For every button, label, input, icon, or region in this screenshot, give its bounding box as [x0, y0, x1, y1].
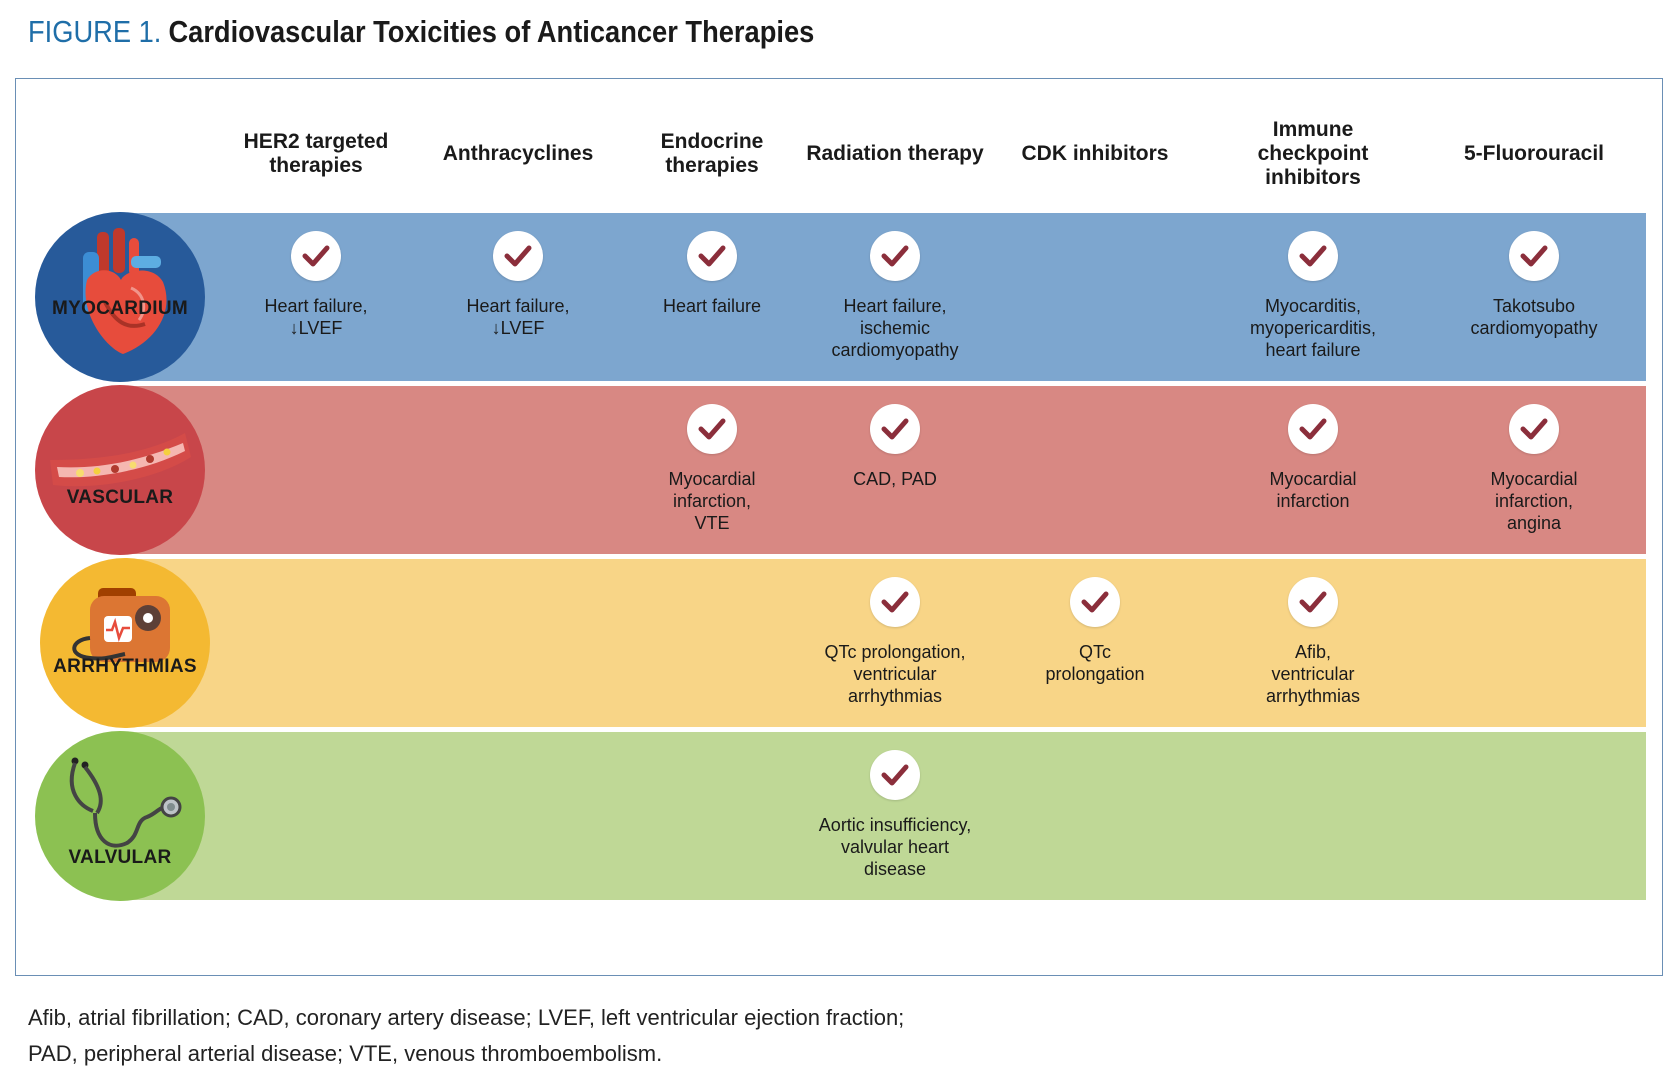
cell-myocardium-immune-checkpoint-inhibitors: Myocarditis, myopericarditis, heart fail… — [1218, 231, 1408, 361]
row-icon-myocardium: MYOCARDIUM — [35, 212, 205, 382]
checkmark-icon — [1070, 577, 1120, 627]
cell-text: Heart failure, ↓LVEF — [264, 296, 368, 338]
checkmark-icon — [493, 231, 543, 281]
stethoscope-icon — [69, 757, 182, 848]
footnote: Afib, atrial fibrillation; CAD, coronary… — [28, 1000, 1128, 1072]
cell-vascular-endocrine-therapies: Myocardial infarction, VTE — [617, 404, 807, 534]
cell-text: Aortic insufficiency, valvular heart dis… — [818, 815, 972, 879]
footnote-line-1: Afib, atrial fibrillation; CAD, coronary… — [28, 1005, 905, 1030]
cell-text: Heart failure — [662, 296, 762, 316]
column-header-radiation-therapy: Radiation therapy — [806, 142, 984, 165]
row-label-valvular: VALVULAR — [68, 847, 172, 868]
figure-title-text: Cardiovascular Toxicities of Anticancer … — [168, 14, 815, 49]
cell-myocardium-5-fluorouracil: Takotsubo cardiomyopathy — [1439, 231, 1629, 339]
defibrillator-icon — [72, 588, 170, 662]
checkmark-icon — [1509, 231, 1559, 281]
cell-myocardium-radiation-therapy: Heart failure, ischemic cardiomyopathy — [800, 231, 990, 361]
cell-text: CAD, PAD — [853, 469, 937, 489]
cell-myocardium-endocrine-therapies: Heart failure — [617, 231, 807, 317]
cell-text: QTc prolongation, ventricular arrhythmia… — [824, 642, 966, 706]
row-label-arrhythmias: ARRHYTHMIAS — [53, 656, 197, 677]
column-header-her2-targeted-therapies: HER2 targeted therapies — [243, 130, 389, 177]
checkmark-icon — [687, 231, 737, 281]
row-icon-arrhythmias: ARRHYTHMIAS — [40, 558, 210, 728]
cell-arrhythmias-cdk-inhibitors: QTc prolongation — [1000, 577, 1190, 685]
checkmark-icon — [870, 231, 920, 281]
checkmark-icon — [870, 750, 920, 800]
cell-vascular-radiation-therapy: CAD, PAD — [800, 404, 990, 490]
column-header-anthracyclines: Anthracyclines — [442, 142, 594, 165]
checkmark-icon — [291, 231, 341, 281]
heart-icon — [83, 228, 167, 354]
cell-text: Myocardial infarction — [1269, 469, 1357, 511]
figure-label: FIGURE 1. — [28, 14, 162, 49]
figure-title: FIGURE 1.Cardiovascular Toxicities of An… — [28, 14, 814, 50]
cell-text: Myocardial infarction, VTE — [668, 469, 756, 533]
checkmark-icon — [1288, 577, 1338, 627]
row-label-vascular: VASCULAR — [66, 487, 174, 508]
artery-icon — [50, 433, 191, 487]
row-label-myocardium: MYOCARDIUM — [52, 298, 188, 319]
cell-arrhythmias-immune-checkpoint-inhibitors: Afib, ventricular arrhythmias — [1218, 577, 1408, 707]
checkmark-icon — [870, 577, 920, 627]
checkmark-icon — [1509, 404, 1559, 454]
cell-text: Heart failure, ischemic cardiomyopathy — [831, 296, 959, 360]
row-icon-vascular: VASCULAR — [35, 385, 205, 555]
checkmark-icon — [870, 404, 920, 454]
footnote-line-2: PAD, peripheral arterial disease; VTE, v… — [28, 1041, 663, 1066]
cell-text: Myocarditis, myopericarditis, heart fail… — [1249, 296, 1377, 360]
cell-text: Takotsubo cardiomyopathy — [1470, 296, 1598, 338]
cell-vascular-5-fluorouracil: Myocardial infarction, angina — [1439, 404, 1629, 534]
column-header-5-fluorouracil: 5-Fluorouracil — [1463, 142, 1605, 165]
checkmark-icon — [1288, 231, 1338, 281]
row-icon-valvular: VALVULAR — [35, 731, 205, 901]
column-header-cdk-inhibitors: CDK inhibitors — [1021, 142, 1169, 165]
checkmark-icon — [1288, 404, 1338, 454]
column-header-endocrine-therapies: Endocrine therapies — [660, 130, 764, 177]
cell-text: QTc prolongation — [1045, 642, 1145, 684]
cell-text: Afib, ventricular arrhythmias — [1265, 642, 1361, 706]
cell-arrhythmias-radiation-therapy: QTc prolongation, ventricular arrhythmia… — [800, 577, 990, 707]
cell-text: Heart failure, ↓LVEF — [466, 296, 570, 338]
cell-myocardium-her2-targeted-therapies: Heart failure, ↓LVEF — [221, 231, 411, 339]
figure-frame — [15, 78, 1663, 976]
cell-vascular-immune-checkpoint-inhibitors: Myocardial infarction — [1218, 404, 1408, 512]
cell-text: Myocardial infarction, angina — [1490, 469, 1578, 533]
cell-myocardium-anthracyclines: Heart failure, ↓LVEF — [423, 231, 613, 339]
column-header-immune-checkpoint-inhibitors: Immune checkpoint inhibitors — [1257, 118, 1369, 189]
cell-valvular-radiation-therapy: Aortic insufficiency, valvular heart dis… — [800, 750, 990, 880]
checkmark-icon — [687, 404, 737, 454]
